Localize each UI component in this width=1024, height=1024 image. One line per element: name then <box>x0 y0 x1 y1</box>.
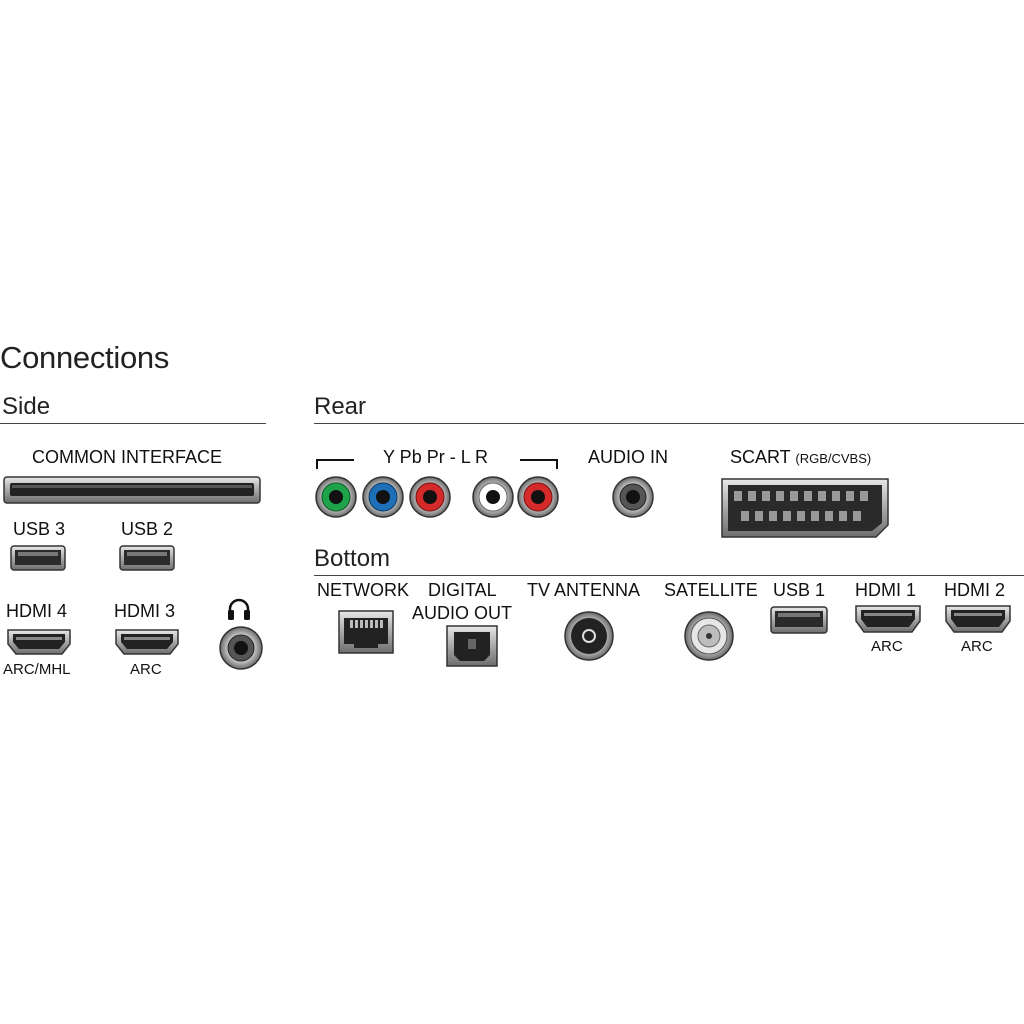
usb2-port[interactable] <box>119 545 175 571</box>
scart-port[interactable] <box>720 477 890 539</box>
hdmi2-port[interactable] <box>944 604 1012 634</box>
y-green-jack[interactable] <box>314 475 358 519</box>
usb3-label: USB 3 <box>13 519 66 539</box>
hdmi2-sublabel: ARC <box>961 638 993 655</box>
satellite-label: SATELLITE <box>664 580 758 600</box>
hdmi1-port[interactable] <box>854 604 922 634</box>
network-label: NETWORK <box>317 580 409 600</box>
section-rear-heading: Rear <box>314 393 367 420</box>
r-red-jack[interactable] <box>516 475 560 519</box>
l-white-jack[interactable] <box>471 475 515 519</box>
rear-divider <box>314 423 1024 424</box>
audio-in-label: AUDIO IN <box>588 447 669 467</box>
common-interface-slot[interactable] <box>3 476 261 504</box>
usb1-port[interactable] <box>770 606 828 634</box>
hdmi4-label: HDMI 4 <box>6 601 68 621</box>
satellite-port[interactable] <box>683 610 735 662</box>
network-port[interactable] <box>338 610 394 654</box>
audio-in-jack[interactable] <box>611 475 655 519</box>
hdmi4-port[interactable] <box>6 628 72 656</box>
hdmi1-sublabel: ARC <box>871 638 903 655</box>
audio-out-label: AUDIO OUT <box>412 603 513 623</box>
hdmi3-port[interactable] <box>114 628 180 656</box>
tv-antenna-port[interactable] <box>563 610 615 662</box>
scart-label: SCART (RGB/CVBS) <box>730 447 871 468</box>
pr-red-jack[interactable] <box>408 475 452 519</box>
ypbpr-bracket-left <box>316 459 354 469</box>
scart-label-sub: (RGB/CVBS) <box>795 451 872 466</box>
hdmi3-label: HDMI 3 <box>114 601 176 621</box>
ypbpr-bracket-right <box>520 459 558 469</box>
side-divider <box>0 423 266 424</box>
bottom-divider <box>314 575 1024 576</box>
usb3-port[interactable] <box>10 545 66 571</box>
hdmi1-label: HDMI 1 <box>855 580 917 600</box>
usb2-label: USB 2 <box>121 519 174 539</box>
headphone-jack[interactable] <box>218 625 264 671</box>
page-title: Connections <box>0 340 170 375</box>
section-bottom-heading: Bottom <box>314 545 391 572</box>
section-side-heading: Side <box>2 393 51 420</box>
digital-audio-out-port[interactable] <box>446 625 498 667</box>
ypbpr-lr-label: Y Pb Pr - L R <box>383 447 489 467</box>
scart-label-main: SCART <box>730 447 791 467</box>
headphones-icon <box>226 597 252 626</box>
usb1-label: USB 1 <box>773 580 826 600</box>
hdmi4-sublabel: ARC/MHL <box>3 661 71 678</box>
hdmi2-label: HDMI 2 <box>944 580 1006 600</box>
pb-blue-jack[interactable] <box>361 475 405 519</box>
hdmi3-sublabel: ARC <box>130 661 162 678</box>
digital-label: DIGITAL <box>428 580 497 600</box>
tv-antenna-label: TV ANTENNA <box>527 580 641 600</box>
common-interface-label: COMMON INTERFACE <box>32 447 223 467</box>
